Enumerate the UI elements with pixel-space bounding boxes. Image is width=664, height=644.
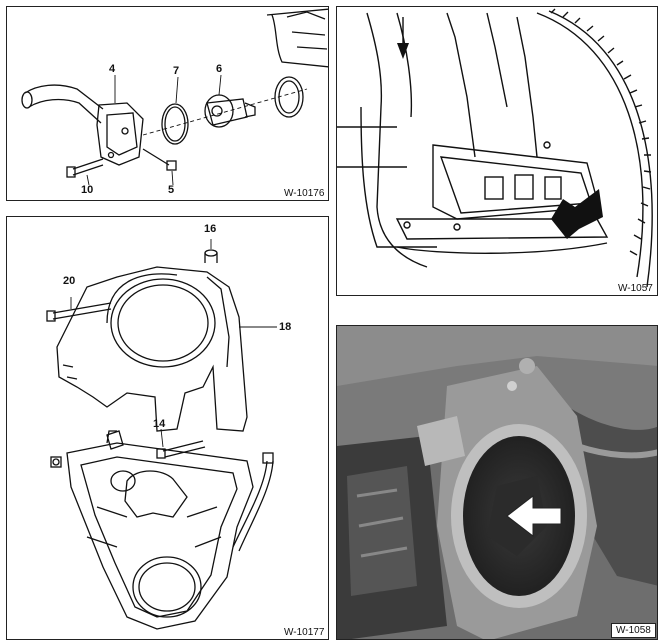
figure-flywheel-housing: W-1057: [336, 6, 658, 296]
belt-cover-drawing: [46, 239, 277, 630]
callout-5: 5: [168, 184, 175, 196]
figure-id: W-1058: [611, 623, 656, 638]
housing-photo: [337, 326, 657, 639]
callout-16: 16: [204, 223, 217, 235]
callout-18: 18: [279, 321, 292, 333]
callout-10: 10: [81, 184, 94, 196]
callout-4: 4: [109, 63, 116, 75]
figure-id: W-1057: [618, 283, 653, 294]
figure-id: W-10176: [284, 188, 325, 199]
thermostat-drawing: [21, 8, 328, 186]
figure-id: W-10177: [284, 627, 325, 638]
figure-thermostat-housing: 4 7 6 10 5 W-10176: [6, 6, 329, 201]
flywheel-drawing: [337, 8, 653, 288]
callout-6: 6: [216, 63, 223, 75]
callout-20: 20: [63, 275, 76, 287]
callout-7: 7: [173, 65, 180, 77]
callout-14: 14: [153, 418, 166, 430]
figure-housing-photo: W-1058: [336, 325, 658, 640]
figure-timing-belt-cover: 16 20 18 14 W-10177: [6, 216, 329, 640]
